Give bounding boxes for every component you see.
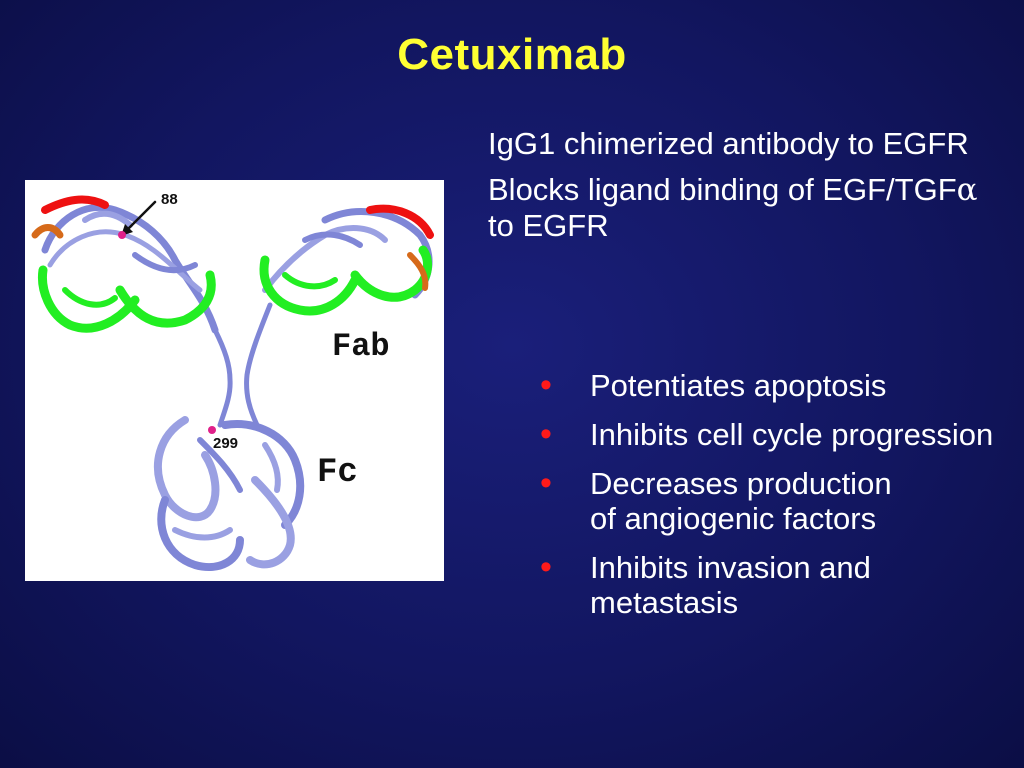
bullet-dot-icon: • bbox=[540, 366, 552, 404]
hinge-region bbox=[212, 302, 273, 428]
bullet-item: •Decreases production bbox=[540, 464, 892, 502]
antibody-structure-figure: 88 299 Fab Fc bbox=[25, 180, 444, 581]
bullet-dot-icon: • bbox=[540, 415, 552, 453]
alpha-symbol: α bbox=[956, 172, 978, 208]
bullet-continuation: of angiogenic factors bbox=[590, 501, 877, 536]
marker-88-label: 88 bbox=[161, 191, 178, 208]
left-fab-arm bbox=[31, 195, 219, 334]
fc-label: Fc bbox=[317, 454, 358, 492]
bullet-item: •Inhibits invasion and metastasis bbox=[540, 548, 871, 621]
bullet-item: •Potentiates apoptosis bbox=[540, 366, 887, 404]
marker-299-dot bbox=[208, 426, 216, 434]
bullet-item: •Inhibits cell cycle progression bbox=[540, 415, 994, 453]
slide-title: Cetuximab bbox=[397, 30, 627, 79]
fab-label: Fab bbox=[332, 328, 390, 365]
bullet-dot-icon: • bbox=[540, 464, 552, 502]
right-fab-arm bbox=[259, 204, 434, 316]
bullet-dot-icon: • bbox=[540, 548, 552, 586]
marker-88-dot bbox=[118, 231, 126, 239]
effects-bullet-list: •Potentiates apoptosis •Inhibits cell cy… bbox=[538, 368, 1008, 634]
marker-299-label: 299 bbox=[213, 435, 239, 452]
antibody-ribbon-diagram bbox=[31, 195, 434, 571]
intro-line-1: IgG1 chimerized antibody to EGFR bbox=[488, 126, 969, 161]
intro-line-2: Blocks ligand binding of EGF/TGFα to EGF… bbox=[488, 172, 978, 243]
intro-text: IgG1 chimerized antibody to EGFR Blocks … bbox=[488, 126, 998, 254]
fc-region bbox=[153, 416, 305, 571]
